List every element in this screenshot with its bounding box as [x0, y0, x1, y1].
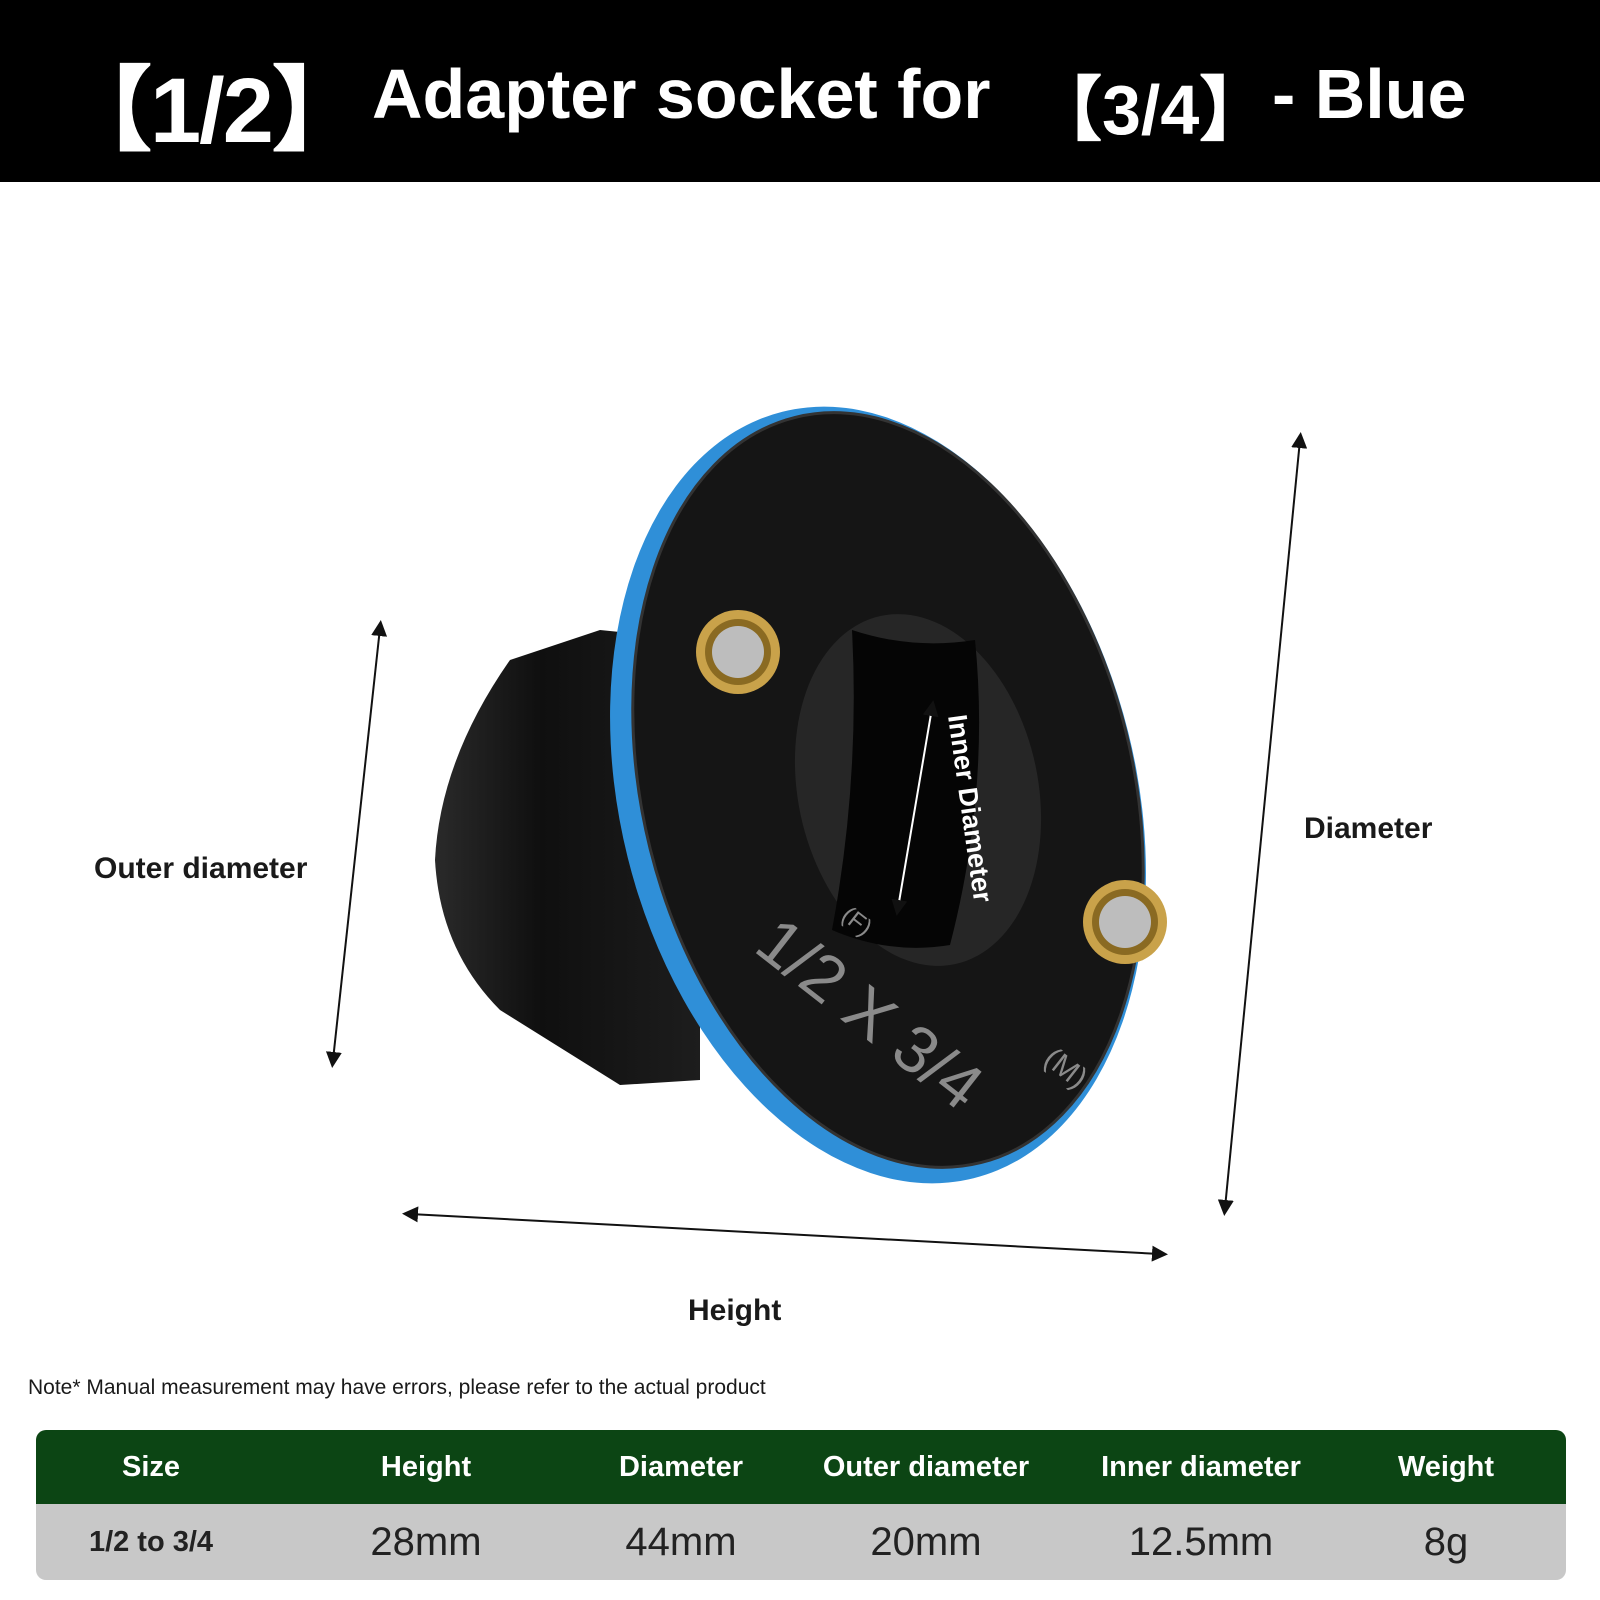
size-bracket: 【1/2】: [60, 60, 364, 162]
spec-table: Size Height Diameter Outer diameter Inne…: [36, 1430, 1566, 1580]
product-title: Adapter socket for: [372, 55, 991, 133]
cell-diameter: 44mm: [625, 1519, 737, 1564]
cell-size: 1/2 to 3/4: [88, 1525, 214, 1558]
cell-inner-diameter: 12.5mm: [1128, 1519, 1274, 1564]
measurement-note: Note* Manual measurement may have errors…: [28, 1376, 766, 1399]
diameter-arrow: [1217, 432, 1308, 1216]
magnet-top: [696, 610, 780, 694]
header-outer-diameter: Outer diameter: [822, 1450, 1030, 1483]
title-banner: 【1/2】 Adapter socket for 【3/4】 - Blue: [0, 0, 1600, 182]
outer-diameter-arrow: [325, 620, 388, 1068]
diameter-label: Diameter: [1304, 812, 1433, 845]
cell-height: 28mm: [370, 1519, 482, 1564]
header-inner-diameter: Inner diameter: [1101, 1450, 1301, 1483]
cell-outer-diameter: 20mm: [870, 1519, 982, 1564]
color-suffix: - Blue: [1272, 55, 1467, 133]
outer-diameter-label: Outer diameter: [94, 852, 308, 885]
header-size: Size: [121, 1450, 181, 1483]
table-row: 1/2 to 3/4 28mm 44mm 20mm 12.5mm 8g: [36, 1504, 1566, 1580]
header-weight: Weight: [1397, 1450, 1495, 1483]
height-label: Height: [688, 1294, 782, 1327]
magnet-bottom: [1083, 880, 1167, 964]
header-height: Height: [380, 1450, 472, 1483]
cell-weight: 8g: [1423, 1519, 1469, 1564]
flange-edge-highlight: [631, 411, 1145, 1169]
header-diameter: Diameter: [618, 1450, 744, 1483]
height-arrow: [402, 1206, 1168, 1262]
inner-diameter-arrow: [891, 700, 939, 916]
size-bracket-secondary: 【3/4】: [1032, 71, 1270, 149]
spec-table-header: Size Height Diameter Outer diameter Inne…: [36, 1430, 1566, 1504]
